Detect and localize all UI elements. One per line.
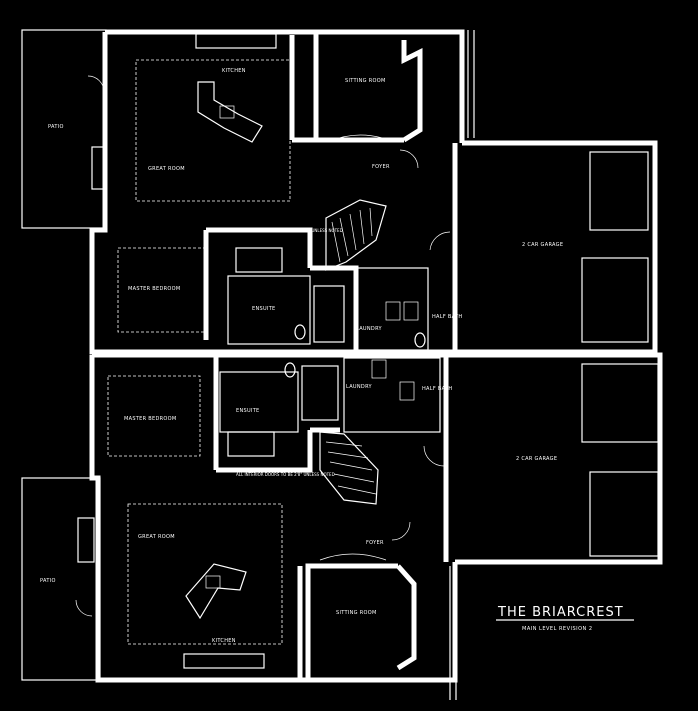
unit-a-master-bedroom-label: MASTER BEDROOM: [128, 286, 180, 292]
unit-b-sitting-arc: [319, 553, 387, 561]
unit-a-toilet: [294, 324, 306, 340]
unit-a-laundry: [355, 267, 429, 351]
unit-b-shower: [301, 365, 339, 421]
unit-a-washer: [385, 301, 401, 321]
unit-a-kitchen-island: [197, 81, 263, 143]
unit-b-master-bedroom-label: MASTER BEDROOM: [124, 416, 176, 422]
unit-b-laundry-label: LAUNDRY: [346, 384, 373, 390]
unit-a-stairs: [325, 199, 387, 271]
unit-a-patio: [21, 29, 107, 229]
unit-b-patio-label: PATIO: [40, 578, 56, 584]
unit-a-patio-label: PATIO: [48, 124, 64, 130]
unit-b-interior-wall: [213, 355, 340, 680]
unit-b-garage-door-1: [581, 363, 659, 443]
unit-b-kitchen-island: [185, 563, 247, 620]
unit-a-interior-wall: [203, 35, 359, 352]
unit-b-great-room-label: GREAT ROOM: [138, 534, 175, 540]
unit-b-tub: [227, 431, 275, 457]
unit-a-sitting-room-wall: [313, 32, 423, 143]
unit-b-kitchen-label: KITCHEN: [212, 638, 236, 644]
unit-b-stairs: [319, 431, 379, 505]
unit-b-sitting-room-wall: [305, 563, 417, 680]
unit-b-great-room-ceiling: [127, 503, 283, 645]
unit-b-garage-door-swing: [423, 445, 445, 467]
unit-a-kitchen-counter: [195, 33, 277, 49]
unit-a-master-ceiling: [117, 247, 205, 333]
unit-b-half-bath-label: HALF BATH: [422, 386, 452, 392]
unit-b-laundry: [343, 357, 441, 433]
unit-a-foyer-label: FOYER: [372, 164, 390, 170]
unit-b-kitchen-counter: [183, 653, 265, 669]
unit-a-garage-door-swing: [429, 231, 451, 251]
unit-a-great-room-ceiling: [135, 59, 291, 202]
unit-a-kitchen-label: KITCHEN: [222, 68, 246, 74]
unit-b-ensuite-label: ENSUITE: [236, 408, 260, 414]
unit-a-garage-door-2: [581, 257, 649, 343]
plan-subtitle: MAIN LEVEL REVISION 2: [522, 626, 593, 632]
unit-b-patio-swing: [75, 599, 93, 617]
unit-b-dryer: [399, 381, 415, 401]
unit-a-ensuite-label: ENSUITE: [252, 306, 276, 312]
unit-a-island-sink: [219, 105, 235, 119]
unit-a-ensuite: [227, 275, 311, 345]
unit-b-garage-door-2: [589, 471, 659, 557]
unit-a-patio-door: [91, 146, 107, 190]
unit-a-garage-door-1: [589, 151, 649, 231]
unit-b-garage-label: 2 CAR GARAGE: [516, 456, 557, 462]
unit-b-island-sink: [205, 575, 221, 589]
unit-b: PATIO KITCHEN GREAT ROOM SITTING ROOM FO…: [21, 352, 663, 683]
unit-a-great-room-label: GREAT ROOM: [148, 166, 185, 172]
unit-a-half-bath-toilet: [414, 332, 426, 348]
unit-b-exterior-wall: [89, 352, 663, 683]
unit-b-toilet: [284, 362, 296, 378]
unit-a-garage-label: 2 CAR GARAGE: [522, 242, 563, 248]
unit-b-door-note: ALL INTERIOR DOORS TO BE 2'8" UNLESS NOT…: [236, 472, 335, 477]
unit-b-foyer-door-swing: [391, 521, 411, 541]
unit-a-half-bath-label: HALF BATH: [432, 314, 462, 320]
unit-b-master-ceiling: [107, 375, 201, 457]
unit-a-sitting-arc: [327, 134, 395, 143]
lot-line-bottom: [449, 566, 457, 700]
unit-a-exterior-wall: [89, 29, 658, 355]
unit-a: PATIO KITCHEN GREAT ROOM SITTING ROOM FO…: [21, 29, 658, 355]
unit-a-sitting-room-label: SITTING ROOM: [345, 78, 386, 84]
unit-b-foyer-label: FOYER: [366, 540, 384, 546]
unit-a-patio-swing: [87, 75, 105, 93]
plan-title: THE BRIARCREST: [497, 605, 624, 620]
unit-b-patio: [21, 477, 101, 681]
unit-a-door-note: ALL INTERIOR DOORS TO BE 2'8" UNLESS NOT…: [244, 228, 343, 233]
unit-b-ensuite: [219, 371, 299, 433]
unit-a-laundry-label: LAUNDRY: [356, 326, 383, 332]
unit-a-tub: [235, 247, 283, 273]
unit-b-washer: [371, 359, 387, 379]
lot-line-top: [467, 30, 475, 138]
unit-a-shower: [313, 285, 345, 343]
unit-b-sitting-room-label: SITTING ROOM: [336, 610, 377, 616]
unit-a-dryer: [403, 301, 419, 321]
unit-a-foyer-door-swing: [399, 149, 419, 169]
unit-b-patio-door: [77, 517, 95, 563]
